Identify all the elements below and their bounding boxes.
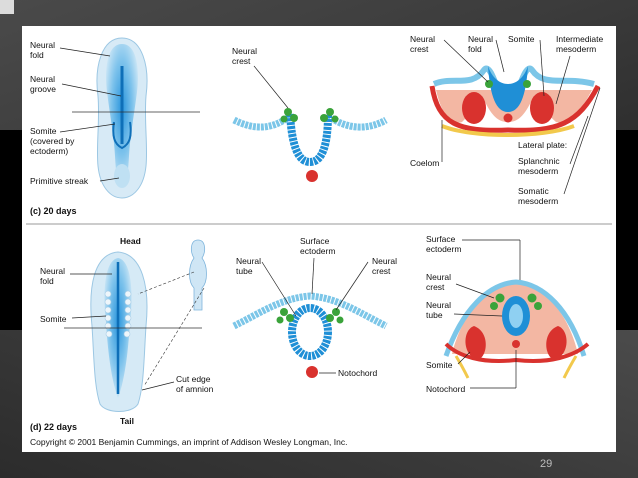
label-head: Head bbox=[120, 236, 141, 246]
label-primitive-streak: Primitive streak bbox=[30, 176, 89, 186]
cross-section-22-middle bbox=[232, 292, 388, 378]
label-somite-22: Somite bbox=[40, 314, 67, 324]
label-somite-right-22: Somite bbox=[426, 360, 453, 370]
label-notochord-right: Notochord bbox=[426, 384, 465, 394]
embryo-22-days bbox=[90, 251, 148, 412]
page-number: 29 bbox=[540, 458, 553, 470]
label-lateral-plate: Lateral plate: bbox=[518, 140, 567, 150]
embryo-20-days bbox=[96, 37, 148, 199]
panel-label-d: (d) 22 days bbox=[30, 422, 77, 432]
copyright-text: Copyright © 2001 Benjamin Cummings, an i… bbox=[30, 437, 348, 447]
label-notochord-mid: Notochord bbox=[338, 368, 377, 378]
label-coelom: Coelom bbox=[410, 158, 439, 168]
cross-section-22-right bbox=[443, 279, 590, 379]
panel-label-c: (c) 20 days bbox=[30, 206, 77, 216]
cross-section-20-right bbox=[429, 65, 601, 137]
label-tail: Tail bbox=[120, 416, 134, 426]
label-somite-right: Somite bbox=[508, 34, 535, 44]
corner-mark bbox=[0, 0, 14, 14]
embryo-inset bbox=[137, 239, 207, 387]
cross-section-20-middle bbox=[232, 108, 388, 182]
